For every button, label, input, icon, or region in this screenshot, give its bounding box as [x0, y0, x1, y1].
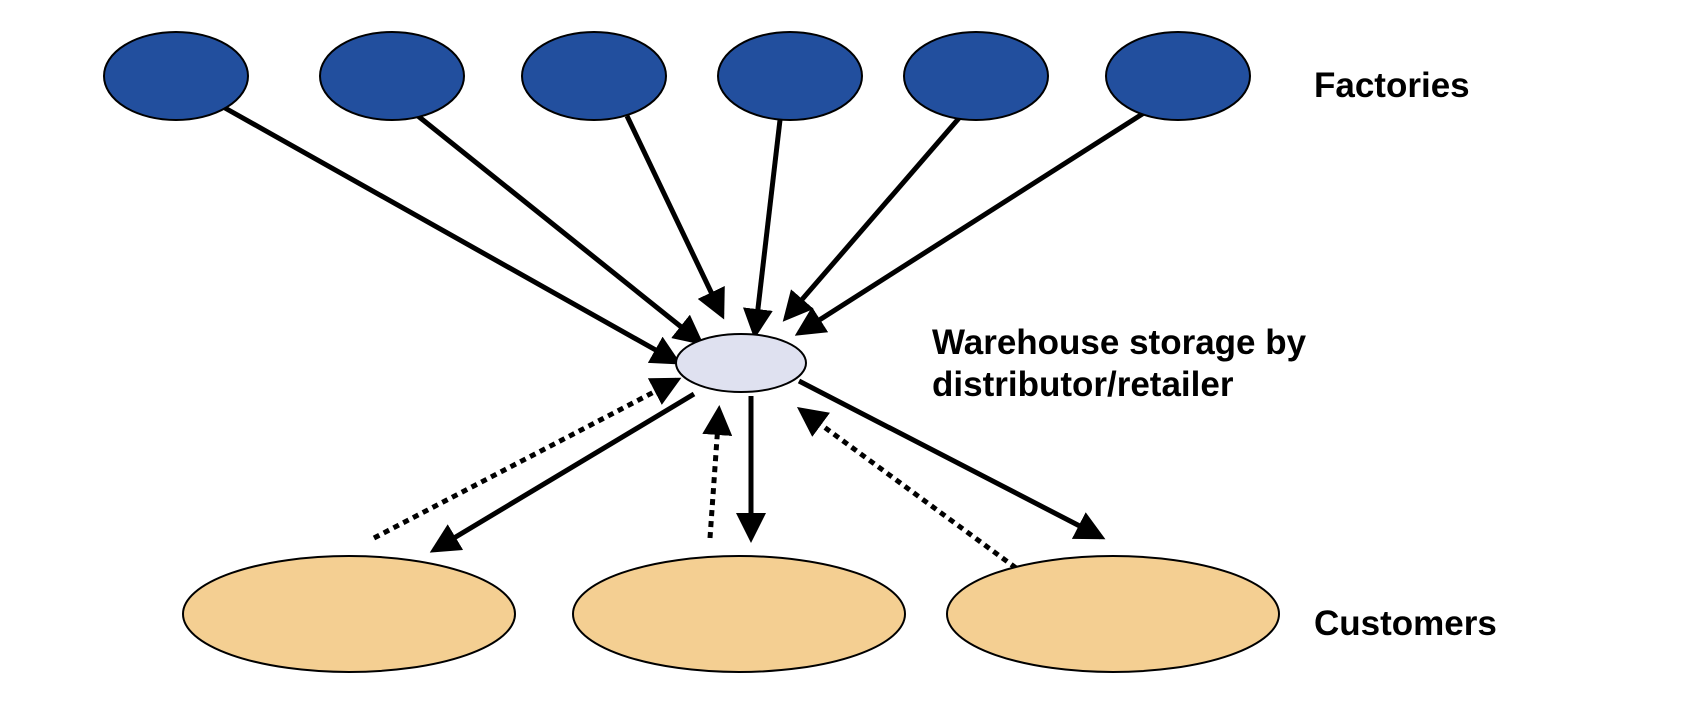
- edge-warehouse-to-customer-1-arrow: [429, 391, 696, 553]
- edges-layer: [223, 105, 1149, 571]
- factory-5-node: [903, 31, 1049, 121]
- warehouse-label-line2: distributor/retailer: [932, 365, 1234, 404]
- edge-customer-1-to-warehouse-arrow: [372, 377, 682, 541]
- customer-2-node: [572, 555, 906, 673]
- edge-customer-2-to-warehouse-arrow: [702, 405, 733, 539]
- edge-factory-3-to-warehouse-arrow: [624, 114, 725, 320]
- edge-factory-5-to-warehouse-arrow: [782, 115, 962, 322]
- customer-3-node: [946, 555, 1280, 673]
- nodes-layer: [103, 31, 1280, 673]
- edge-factory-4-to-warehouse-arrow: [743, 119, 783, 339]
- factory-2-node: [319, 31, 465, 121]
- edge-factory-1-to-warehouse-arrow: [223, 105, 682, 365]
- edge-factory-6-to-warehouse-arrow: [794, 108, 1149, 336]
- factory-3-node: [521, 31, 667, 121]
- factory-6-node: [1105, 31, 1251, 121]
- customers-label: Customers: [1314, 604, 1497, 643]
- edge-warehouse-to-customer-3-arrow: [797, 378, 1106, 540]
- edge-factory-2-to-warehouse-arrow: [416, 114, 704, 346]
- edge-customer-3-to-warehouse-arrow: [796, 407, 1018, 571]
- warehouse-label-line1: Warehouse storage by: [932, 323, 1307, 362]
- customer-1-node: [182, 555, 516, 673]
- factory-1-node: [103, 31, 249, 121]
- factory-4-node: [717, 31, 863, 121]
- warehouse-node: [675, 333, 807, 393]
- factories-label: Factories: [1314, 66, 1470, 105]
